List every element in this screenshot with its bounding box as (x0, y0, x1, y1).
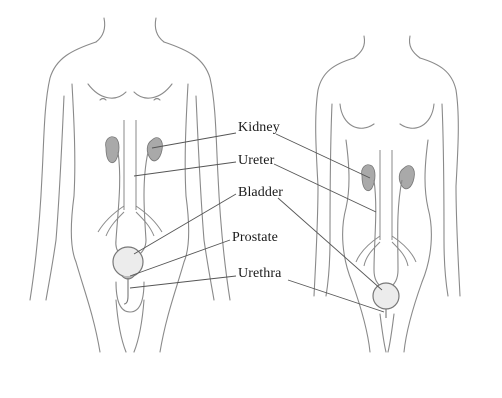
male-left-ureter (116, 152, 120, 254)
female-left-inner-arm (326, 104, 332, 296)
female-right-shoulder-arm (420, 58, 460, 296)
male-right-torso (184, 84, 189, 262)
male-inner-legs (116, 300, 144, 352)
male-left-shoulder-arm (30, 42, 96, 300)
female-aorta (380, 150, 392, 240)
male-nipple-left (100, 99, 106, 101)
male-right-ureter (140, 152, 148, 254)
male-right-leg (160, 262, 184, 352)
male-right-shoulder-arm (164, 42, 230, 300)
male-urethra (124, 278, 128, 304)
male-neck-right (155, 18, 164, 42)
male-left-leg (76, 262, 100, 352)
female-right-leg (404, 282, 422, 352)
leader-urethra-female (288, 280, 384, 312)
male-left-kidney (106, 137, 119, 163)
male-left-torso (71, 84, 76, 262)
female-right-breast (400, 104, 434, 128)
male-left-inner-arm (46, 96, 64, 300)
female-right-inner-arm (442, 104, 448, 296)
male-iliac-vessels (98, 206, 162, 236)
female-left-waist (343, 140, 352, 282)
female-left-breast (340, 104, 374, 128)
leader-ureter-female (274, 164, 376, 212)
label-prostate: Prostate (232, 230, 278, 246)
female-iliac-vessels (356, 236, 416, 266)
male-right-inner-arm (196, 96, 214, 300)
female-right-ureter (392, 180, 402, 286)
female-left-leg (352, 282, 370, 352)
male-chest-right (134, 84, 172, 98)
female-right-waist (422, 140, 431, 282)
label-kidney: Kidney (238, 120, 280, 136)
female-bladder (373, 283, 399, 309)
male-chest-left (88, 84, 126, 98)
male-right-kidney (147, 138, 162, 161)
male-neck-left (96, 18, 105, 42)
female-neck-right (409, 36, 420, 58)
female-neck-left (354, 36, 365, 58)
label-bladder: Bladder (238, 185, 283, 201)
male-figure (30, 18, 230, 352)
female-left-kidney (362, 165, 375, 191)
leader-urethra-male (130, 276, 236, 288)
male-nipple-right (154, 99, 160, 101)
label-ureter: Ureter (238, 153, 274, 169)
label-urethra: Urethra (238, 266, 281, 282)
female-left-ureter (374, 180, 380, 286)
male-aorta (124, 120, 136, 210)
leader-kidney-male (152, 133, 236, 148)
female-inner-legs (380, 314, 394, 352)
